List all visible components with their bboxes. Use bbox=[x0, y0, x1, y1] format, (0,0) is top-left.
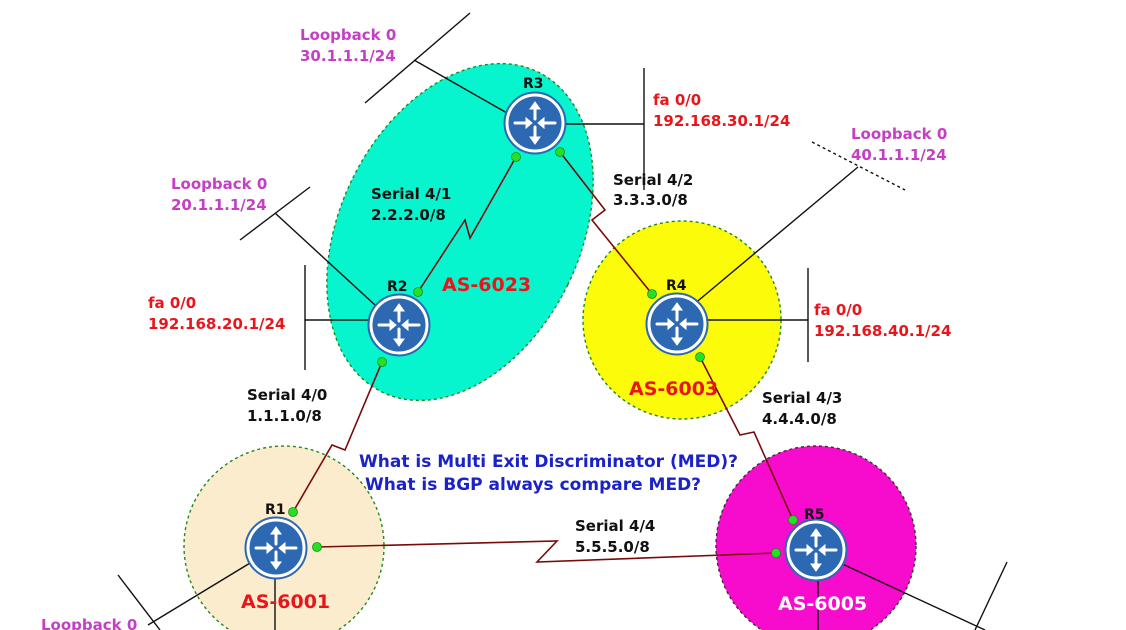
serial-4-4-link bbox=[316, 540, 777, 563]
as6001-label: AS-6001 bbox=[241, 591, 330, 613]
r1-loopback-name: Loopback 0 bbox=[41, 616, 137, 630]
r3-loopback-name: Loopback 0 bbox=[300, 26, 396, 44]
serial-4-0-name: Serial 4/0 bbox=[247, 386, 327, 404]
r2-loopback-name: Loopback 0 bbox=[171, 175, 267, 193]
as6005-label: AS-6005 bbox=[778, 593, 867, 615]
router-r5-name: R5 bbox=[804, 507, 825, 523]
as6003-label: AS-6003 bbox=[629, 378, 718, 400]
serial-4-3-link bbox=[699, 356, 794, 521]
router-r1-icon[interactable] bbox=[244, 516, 308, 580]
r2-fa-address: 192.168.20.1/24 bbox=[148, 315, 285, 333]
r4-fa-name: fa 0/0 bbox=[814, 301, 862, 319]
serial-4-1-network: 2.2.2.0/8 bbox=[371, 206, 446, 224]
interface-dots bbox=[288, 147, 798, 558]
serial-4-3-network: 4.4.4.0/8 bbox=[762, 410, 837, 428]
r2-loopback-address: 20.1.1.1/24 bbox=[171, 196, 267, 214]
router-r2-icon[interactable] bbox=[367, 293, 431, 357]
r3-fa-name: fa 0/0 bbox=[653, 91, 701, 109]
r4-fa-address: 192.168.40.1/24 bbox=[814, 322, 951, 340]
router-r3-name: R3 bbox=[523, 76, 544, 92]
question-med: What is Multi Exit Discriminator (MED)? bbox=[359, 452, 738, 472]
serial-links bbox=[292, 151, 794, 563]
serial-4-2-link bbox=[559, 151, 653, 295]
router-r5-icon[interactable] bbox=[784, 518, 848, 582]
router-r2-name: R2 bbox=[387, 279, 408, 295]
network-wires bbox=[117, 12, 1008, 630]
router-r4-name: R4 bbox=[666, 278, 687, 294]
serial-4-4-network: 5.5.5.0/8 bbox=[575, 538, 650, 556]
r2-fa-name: fa 0/0 bbox=[148, 294, 196, 312]
serial-4-0-network: 1.1.1.0/8 bbox=[247, 407, 322, 425]
serial-4-4-name: Serial 4/4 bbox=[575, 517, 655, 535]
as6023-label: AS-6023 bbox=[442, 274, 531, 296]
r3-loopback-address: 30.1.1.1/24 bbox=[300, 47, 396, 65]
router-r4-icon[interactable] bbox=[645, 292, 709, 356]
serial-4-3-name: Serial 4/3 bbox=[762, 389, 842, 407]
router-r1-name: R1 bbox=[265, 502, 286, 518]
as6023-region bbox=[326, 62, 594, 402]
router-r3-icon[interactable] bbox=[503, 91, 567, 155]
serial-4-1-link bbox=[417, 156, 517, 293]
r4-loopback-address: 40.1.1.1/24 bbox=[851, 146, 947, 164]
serial-4-2-network: 3.3.3.0/8 bbox=[613, 191, 688, 209]
r4-loopback-name: Loopback 0 bbox=[851, 125, 947, 143]
question-always-compare-med: What is BGP always compare MED? bbox=[365, 475, 701, 495]
serial-4-1-name: Serial 4/1 bbox=[371, 185, 451, 203]
r3-fa-address: 192.168.30.1/24 bbox=[653, 112, 790, 130]
serial-4-2-name: Serial 4/2 bbox=[613, 171, 693, 189]
serial-4-0-link bbox=[292, 361, 383, 513]
